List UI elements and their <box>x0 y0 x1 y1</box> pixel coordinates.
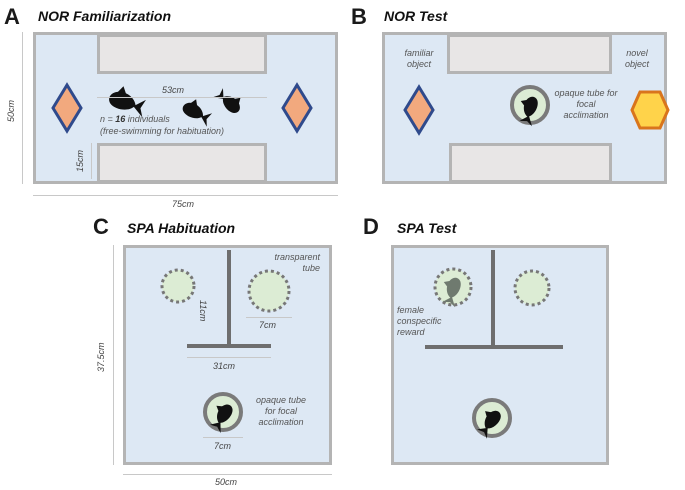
diamond-familiar-object <box>403 84 435 136</box>
dim-line-c-divider <box>187 357 271 358</box>
dim-line-a-gap <box>91 143 92 179</box>
panel-a-letter: A <box>4 4 20 29</box>
block-a-top <box>97 34 267 74</box>
n-prefix: n = <box>100 114 116 124</box>
dim-c-tube-width: 7cm <box>259 320 277 330</box>
panel-b-letter: B <box>351 4 367 29</box>
panel-d-title: SPA Test <box>397 220 457 236</box>
diamond-object-right <box>281 82 313 134</box>
focal-tube-d <box>472 398 512 439</box>
dim-c-width: 50cm <box>215 477 238 487</box>
familiar-object-label: familiar object <box>404 48 434 69</box>
diamond-object-left <box>51 82 83 134</box>
dim-a-width: 53cm <box>162 85 185 95</box>
hexagon-novel-object <box>630 90 670 130</box>
free-swimming-note: (free-swimming for habituation) <box>100 126 225 136</box>
block-b-top <box>447 34 612 74</box>
dim-c-divider: 31cm <box>213 361 236 371</box>
dim-c-height: 37.5cm <box>96 342 106 372</box>
dim-line-c-tube-width <box>246 317 292 318</box>
transparent-tube-right-c <box>247 269 291 313</box>
tube-label-b: opaque tube for focal acclimation <box>554 88 618 120</box>
tube-label-c: opaque tube for focal acclimation <box>255 395 307 427</box>
transparent-tube-left-c <box>160 268 196 304</box>
panel-c-letter: C <box>93 214 109 239</box>
divider-vertical-c <box>227 250 231 346</box>
dim-a-length: 75cm <box>172 199 195 209</box>
divider-horizontal-c <box>187 344 271 348</box>
dim-c-tube-height: 11cm <box>198 300 208 322</box>
dim-line-c-height <box>113 245 114 465</box>
dim-line-c-opaque <box>203 437 243 438</box>
block-b-bottom <box>449 143 612 183</box>
dim-a-gap: 15cm <box>75 149 85 172</box>
dim-line-a-length <box>33 195 338 196</box>
female-reward-label: female conspecific reward <box>397 305 442 337</box>
n-value: 16 <box>115 114 126 124</box>
divider-horizontal-d <box>425 345 563 349</box>
novel-object-label: novel object <box>624 48 650 69</box>
fish-icon-2 <box>179 95 216 127</box>
dim-line-a-width <box>97 97 267 98</box>
panel-d-letter: D <box>363 214 379 239</box>
block-a-bottom <box>97 143 267 183</box>
dim-line-c-width <box>123 474 332 475</box>
dim-line-a-height <box>22 32 23 184</box>
fish-icon-3 <box>212 83 247 118</box>
panel-c-title: SPA Habituation <box>127 220 236 236</box>
n-suffix: individuals <box>125 114 170 124</box>
opaque-tube-b <box>510 85 550 127</box>
divider-vertical-d <box>491 250 495 346</box>
empty-tube-d <box>513 269 551 307</box>
female-tube-d <box>433 267 473 308</box>
dim-c-opaque: 7cm <box>214 441 232 451</box>
transparent-tube-label: transparent tube <box>274 252 320 273</box>
dim-a-height: 50cm <box>6 99 16 122</box>
n-individuals-text: n = 16 individuals <box>100 114 170 125</box>
fish-icon-1 <box>106 83 149 118</box>
panel-a-title: NOR Familiarization <box>38 8 172 24</box>
opaque-tube-c <box>203 392 243 434</box>
panel-b-title: NOR Test <box>384 8 448 24</box>
